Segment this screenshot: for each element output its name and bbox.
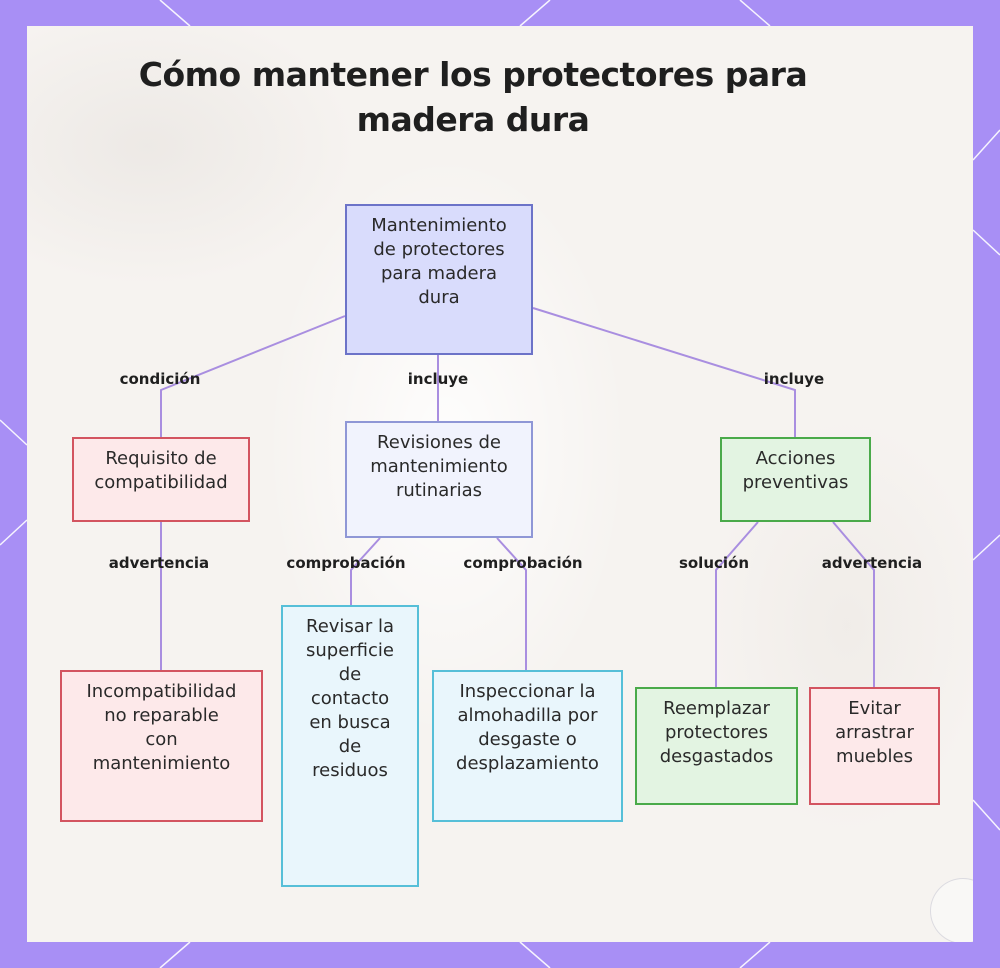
node-revisiones-mantenimiento: Revisiones de mantenimiento rutinarias [345, 421, 533, 538]
node-requisito-compatibilidad: Requisito de compatibilidad [72, 437, 250, 522]
edge-label-comprobacion-right: comprobación [458, 554, 588, 572]
edge-label-advertencia-left: advertencia [99, 554, 219, 572]
edge-acciones-evitar [833, 522, 874, 687]
node-incompatibilidad: Incompatibilidad no reparable con manten… [60, 670, 263, 822]
edge-label-advertencia-right: advertencia [812, 554, 932, 572]
node-inspeccionar-almohadilla: Inspeccionar la almohadilla por desgaste… [432, 670, 623, 822]
node-revisar-superficie: Revisar la superficie de contacto en bus… [281, 605, 419, 887]
edge-label-condicion: condición [110, 370, 210, 388]
edge-acciones-reemplazar [716, 522, 758, 687]
edge-label-incluye-center: incluye [388, 370, 488, 388]
node-reemplazar-protectores: Reemplazar protectores desgastados [635, 687, 798, 805]
node-acciones-preventivas: Acciones preventivas [720, 437, 871, 522]
edge-label-solucion: solución [664, 554, 764, 572]
edge-label-comprobacion-left: comprobación [281, 554, 411, 572]
node-root: Mantenimiento de protectores para madera… [345, 204, 533, 355]
node-evitar-arrastrar: Evitar arrastrar muebles [809, 687, 940, 805]
edge-label-incluye-right: incluye [744, 370, 844, 388]
